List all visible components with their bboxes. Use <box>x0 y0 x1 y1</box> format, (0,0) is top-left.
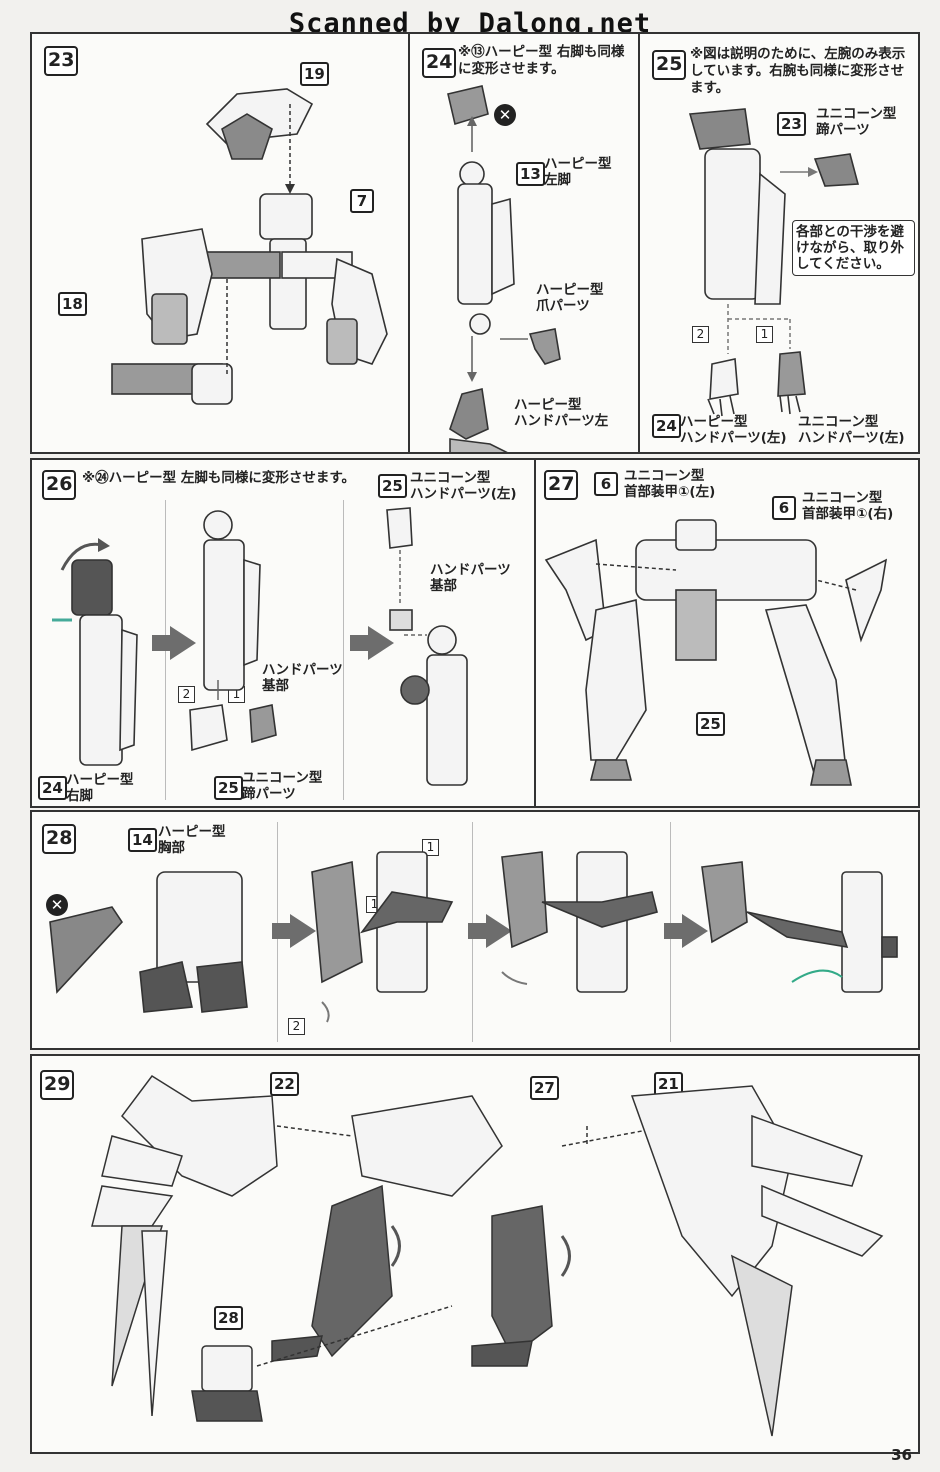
harpy-left-leg-label: ハーピー型 左脚 <box>544 156 612 188</box>
part-ref-6-left: 6 <box>594 472 618 496</box>
unicorn-hand-left-label: ユニコーン型 ハンドパーツ(左) <box>798 414 905 446</box>
page-number: 36 <box>891 1446 912 1464</box>
step-23-illustration <box>111 88 388 405</box>
order-2-marker: 2 <box>692 326 709 343</box>
caution-note: 各部との干渉を避けながら、取り外してください。 <box>792 220 915 276</box>
step-28-panel: 28 14 ハーピー型 胸部 ✕ 1 1 2 <box>30 810 920 1050</box>
next-arrow-icon <box>152 626 196 660</box>
remove-x-icon: ✕ <box>46 894 68 916</box>
unicorn-hand-left-label: ユニコーン型 ハンドパーツ(左) <box>410 470 517 502</box>
step-25-illustration <box>688 108 860 417</box>
part-ref-27: 27 <box>530 1076 559 1100</box>
step-29-panel: 29 22 27 21 28 <box>30 1054 920 1454</box>
order-1-marker: 1 <box>756 326 773 343</box>
part-ref-13: 13 <box>516 162 545 186</box>
step-24-panel: 24 ※⑬ハーピー型 右脚も同様に変形させます。 13 ハーピー型 左脚 ハーピ… <box>408 32 640 454</box>
unicorn-neck-armor-right-label: ユニコーン型 首部装甲①(右) <box>802 490 894 522</box>
step-28-illustration <box>49 851 898 1023</box>
remove-x-icon: ✕ <box>494 104 516 126</box>
step-25-note: ※図は説明のために、左腕のみ表示しています。右腕も同様に変形させます。 <box>690 46 906 96</box>
step-number: 27 <box>544 470 579 500</box>
step-number: 23 <box>44 46 79 76</box>
part-ref-25: 25 <box>378 474 407 498</box>
part-ref-6-right: 6 <box>772 496 796 520</box>
part-ref-18: 18 <box>58 292 87 316</box>
harpy-right-leg-label: ハーピー型 右脚 <box>66 772 134 804</box>
next-arrow-icon <box>468 914 512 948</box>
step-26-note: ※㉔ハーピー型 左脚も同様に変形させます。 <box>82 470 355 486</box>
order-2-marker: 2 <box>178 686 195 703</box>
next-arrow-icon <box>664 914 708 948</box>
part-ref-25: 25 <box>696 712 725 736</box>
part-ref-24: 24 <box>38 776 67 800</box>
unicorn-hoof-label: ユニコーン型 蹄パーツ <box>816 106 897 138</box>
step-29-illustration <box>91 1074 884 1437</box>
step-26-panel: 26 ※㉔ハーピー型 左脚も同様に変形させます。 24 ハーピー型 右脚 ハンド… <box>30 458 536 808</box>
harpy-claw-label: ハーピー型 爪パーツ <box>536 282 604 314</box>
step-27-panel: 27 6 ユニコーン型 首部装甲①(左) 6 ユニコーン型 首部装甲①(右) 2… <box>534 458 920 808</box>
part-ref-19: 19 <box>300 62 329 86</box>
harpy-hand-left-label: ハーピー型 ハンドパーツ(左) <box>680 414 787 446</box>
step-number: 29 <box>40 1070 75 1100</box>
harpy-hand-left-label: ハーピー型 ハンドパーツ左 <box>514 397 609 429</box>
hand-base-label-2: ハンドパーツ 基部 <box>430 562 511 594</box>
step-25-panel: 25 ※図は説明のために、左腕のみ表示しています。右腕も同様に変形させます。 2… <box>638 32 920 454</box>
order-1-marker: 1 <box>422 839 439 856</box>
part-ref-28: 28 <box>214 1306 243 1330</box>
step-27-illustration <box>544 519 888 786</box>
step-number: 26 <box>42 470 77 500</box>
unicorn-hoof-label: ユニコーン型 蹄パーツ <box>242 770 323 802</box>
next-arrow-icon <box>272 914 316 948</box>
harpy-chest-label: ハーピー型 胸部 <box>158 824 226 856</box>
step-23-panel: 23 19 7 18 <box>30 32 410 454</box>
step-number: 24 <box>422 48 457 78</box>
part-ref-24: 24 <box>652 414 681 438</box>
part-ref-22: 22 <box>270 1072 299 1096</box>
step-24-note: ※⑬ハーピー型 右脚も同様に変形させます。 <box>458 44 625 77</box>
hand-base-label: ハンドパーツ 基部 <box>262 662 343 694</box>
order-2-marker: 2 <box>288 1018 305 1035</box>
part-ref-23: 23 <box>777 112 806 136</box>
step-24-illustration <box>447 85 561 452</box>
part-ref-25: 25 <box>214 776 243 800</box>
step-number: 28 <box>42 824 77 854</box>
part-ref-14: 14 <box>128 828 157 852</box>
part-ref-7: 7 <box>350 189 374 213</box>
step-26-illustration <box>52 507 468 786</box>
unicorn-neck-armor-left-label: ユニコーン型 首部装甲①(左) <box>624 468 716 500</box>
step-number: 25 <box>652 50 687 80</box>
next-arrow-icon <box>350 626 394 660</box>
